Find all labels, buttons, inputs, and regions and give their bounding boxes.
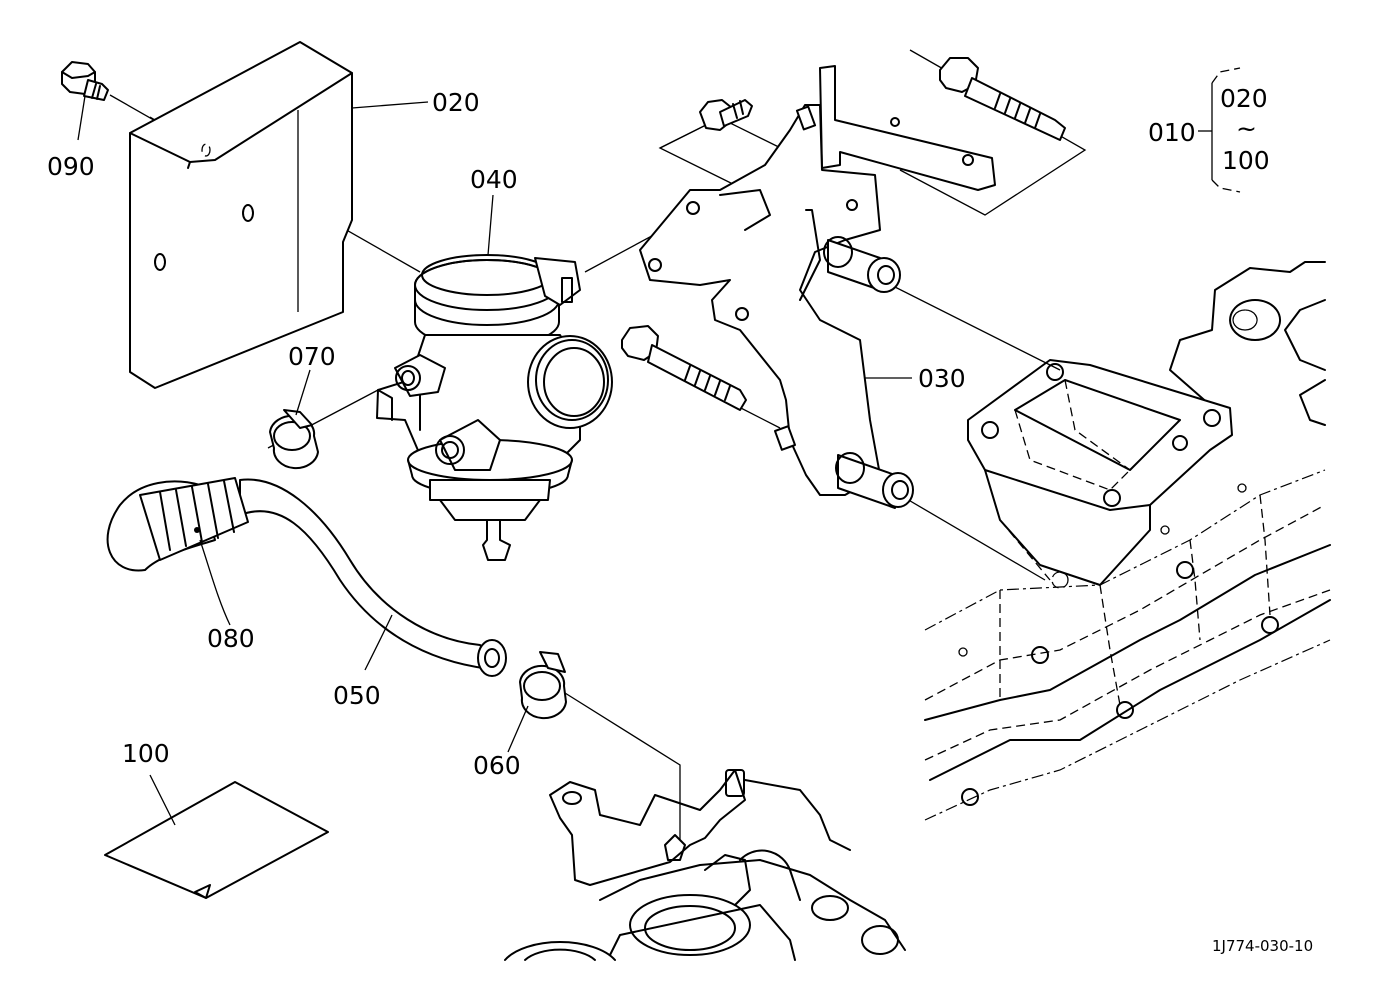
label-040: 040: [470, 165, 518, 194]
label-030: 030: [918, 364, 966, 393]
label-090: 090: [47, 152, 95, 181]
assembly-range-end: 100: [1222, 146, 1270, 175]
assembly-range-note: 010 020 ~ 100: [1148, 67, 1270, 193]
label-sheet-100: [104, 781, 329, 899]
hose-clamp-070: [269, 409, 319, 470]
assembly-range-start: 020: [1220, 84, 1268, 113]
cover-plate-020: [129, 41, 353, 389]
label-080: 080: [207, 624, 255, 653]
protector-sleeve-080: [139, 477, 249, 561]
label-100: 100: [122, 739, 170, 768]
assembly-parent-label: 010: [1148, 118, 1196, 147]
intake-manifold-outline: [504, 769, 906, 961]
diagram-code: 1J774-030-10: [1212, 937, 1313, 955]
label-020: 020: [432, 88, 480, 117]
valve-assembly-040: [376, 254, 613, 561]
leader-lines: [77, 95, 912, 826]
part-labels: 090 020 040 070 030 080 050 060 100: [47, 88, 966, 780]
assembly-range-symbol: ~: [1236, 114, 1257, 143]
label-050: 050: [333, 681, 381, 710]
bolt-090: [61, 61, 109, 101]
hose-clamp-060: [519, 651, 567, 720]
label-060: 060: [473, 751, 521, 780]
engine-block-outline: [924, 261, 1331, 821]
bracket-030: [639, 65, 996, 509]
bracket-bolts: [621, 57, 1066, 411]
label-070: 070: [288, 342, 336, 371]
